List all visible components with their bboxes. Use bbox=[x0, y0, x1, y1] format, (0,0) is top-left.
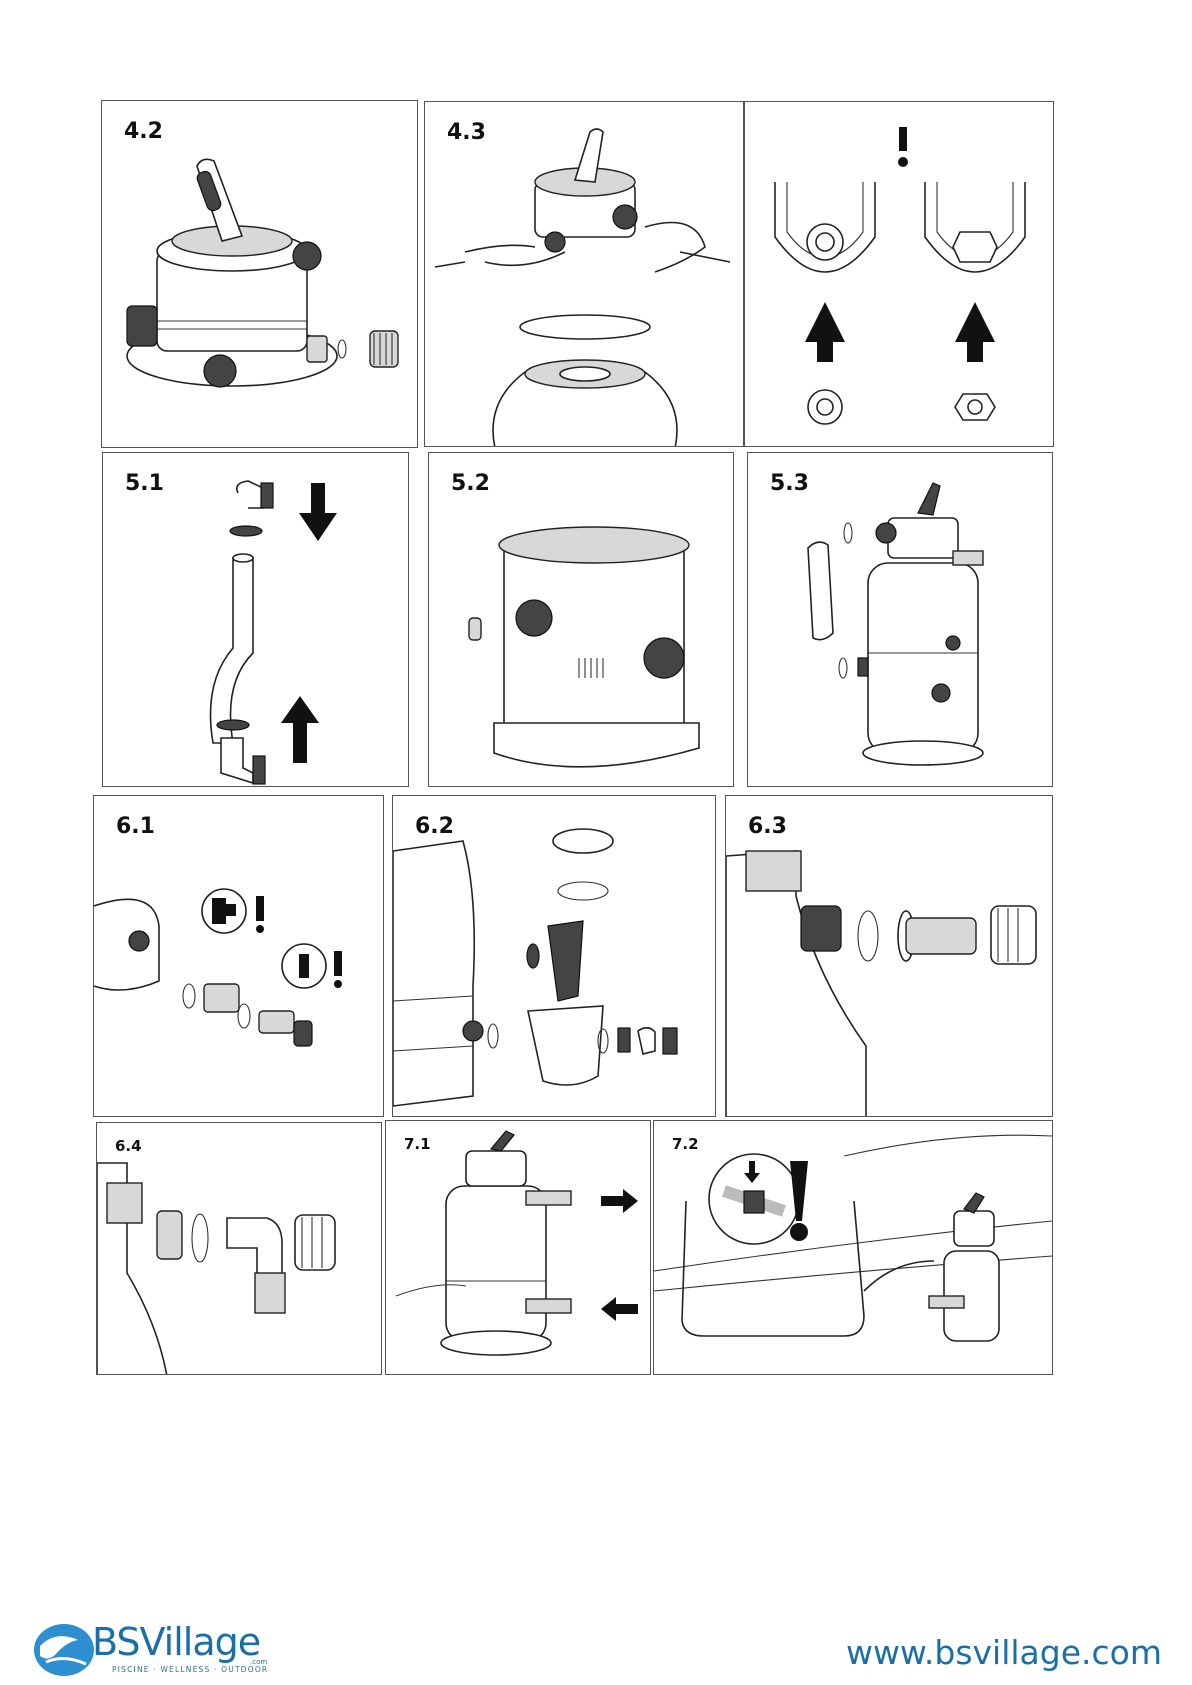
figure-6-3: 6.3 bbox=[725, 795, 1053, 1117]
valve-clamp-exploded-drawing bbox=[425, 102, 744, 447]
figure-nut-orientation bbox=[744, 101, 1054, 447]
figure-5-1: 5.1 bbox=[102, 452, 409, 787]
figure-4-3: 4.3 bbox=[424, 101, 744, 447]
arrow-down-icon bbox=[299, 483, 337, 541]
arrow-left-icon bbox=[601, 1297, 638, 1321]
website-link[interactable]: www.bsvillage.com bbox=[846, 1633, 1162, 1672]
assembled-filter-drawing bbox=[748, 453, 1053, 787]
logo-tagline: PISCINE · WELLNESS · OUTDOOR bbox=[112, 1665, 268, 1674]
arrow-right-icon bbox=[601, 1189, 638, 1213]
warning-exclamation-icon bbox=[256, 896, 264, 921]
pool-connection-drawing bbox=[654, 1121, 1053, 1375]
nut-orientation-drawing bbox=[745, 102, 1054, 447]
warning-exclamation-icon bbox=[334, 951, 342, 976]
figure-7-2: 7.2 bbox=[653, 1120, 1053, 1375]
arrow-up-icon bbox=[805, 302, 845, 362]
arrow-up-icon bbox=[281, 696, 319, 763]
strainer-basket-drawing bbox=[393, 796, 716, 1117]
elbow-adapter-drawing bbox=[97, 1123, 382, 1375]
multiport-valve-drawing bbox=[102, 101, 418, 448]
drain-plug-drawing bbox=[94, 796, 384, 1117]
arrow-up-icon bbox=[955, 302, 995, 362]
figure-4-2: 4.2 bbox=[101, 100, 418, 448]
figure-6-4: 6.4 bbox=[96, 1122, 382, 1375]
hose-connection-drawing bbox=[103, 453, 409, 787]
filter-base-drawing bbox=[429, 453, 734, 787]
figure-7-1: 7.1 bbox=[385, 1120, 651, 1375]
figure-5-2: 5.2 bbox=[428, 452, 734, 787]
figure-6-1: 6.1 bbox=[93, 795, 384, 1117]
logo-text: BSVillage bbox=[92, 1620, 260, 1664]
hose-adapter-drawing bbox=[726, 796, 1053, 1117]
figure-6-2: 6.2 bbox=[392, 795, 716, 1117]
figure-5-3: 5.3 bbox=[747, 452, 1053, 787]
flow-direction-drawing bbox=[386, 1121, 651, 1375]
warning-exclamation-icon bbox=[899, 127, 907, 151]
